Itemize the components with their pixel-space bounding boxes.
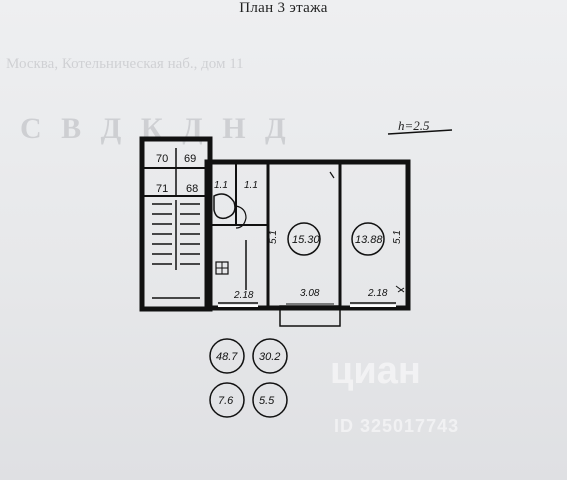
room-b-circle (351, 222, 385, 256)
dim-right-bottom: 2.18 (367, 288, 388, 299)
apt-number-69: 69 (184, 153, 196, 165)
summary-living-circle (252, 338, 288, 374)
summary-total: 48.7 (216, 351, 238, 363)
apt-number-70: 70 (156, 153, 168, 165)
dim-middle-bottom: 3.08 (300, 288, 320, 299)
apartment-outline (204, 159, 411, 311)
summary-kitchen: 5.5 (259, 395, 275, 407)
balcony (279, 305, 341, 327)
stair-treads (152, 200, 200, 270)
page-title: План 3 этажа (239, 0, 328, 16)
summary-aux-circle (209, 382, 245, 418)
height-mark: h=2.5 (398, 118, 430, 133)
bath-tub (213, 193, 236, 220)
dim-top-small-2: 1.1 (244, 180, 258, 191)
faint-background-line: Москва, Котельническая наб., дом 11 (6, 56, 244, 72)
summary-auxiliary: 7.6 (218, 395, 234, 407)
dim-kitchen-bottom: 2.18 (233, 290, 254, 301)
bath-sink (235, 205, 247, 229)
summary-living: 30.2 (259, 351, 280, 363)
room-a-circle (287, 222, 321, 256)
dim-left-room-width: 5.1 (268, 230, 279, 244)
apt-number-71: 71 (156, 183, 168, 195)
dim-right-room-width: 5.1 (392, 230, 403, 244)
room-a-area: 15.30 (292, 234, 320, 246)
watermark-brand: циан (330, 350, 421, 392)
height-mark-underline (387, 129, 453, 135)
dim-top-small-1: 1.1 (214, 180, 228, 191)
apt-number-68: 68 (186, 183, 198, 195)
window-marks (218, 302, 396, 307)
room-b-area: 13.88 (355, 234, 383, 246)
summary-total-circle (209, 338, 245, 374)
summary-kitchen-circle (252, 382, 288, 418)
watermark-id: ID 325017743 (334, 416, 460, 436)
